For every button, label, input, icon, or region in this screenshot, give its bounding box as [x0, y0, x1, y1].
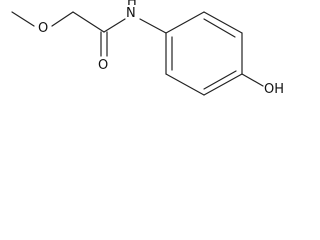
ring-bond-1	[165, 11, 205, 34]
bond-n-ring	[139, 18, 167, 34]
structure-canvas: O O N H OH	[0, 0, 297, 107]
ring-bond-5	[165, 73, 205, 96]
ring-double-inner-3	[203, 70, 237, 90]
ether-oxygen-label: O	[38, 21, 48, 36]
bond-o-ch2	[51, 11, 74, 27]
ring-bond-4	[203, 73, 243, 96]
carbonyl-oxygen-label: O	[98, 58, 108, 73]
bond-ch2-carbonyl	[72, 11, 105, 33]
bond-ring-oh	[241, 73, 264, 87]
amide-hydrogen-label: H	[127, 0, 137, 9]
bond-methyl-o	[11, 11, 35, 27]
amide-nitrogen-label: N	[126, 6, 136, 21]
hydroxyl-label: OH	[264, 82, 284, 97]
ring-double-inner-2	[203, 18, 236, 38]
ring-bond-2	[203, 11, 243, 34]
chemical-structure-drawing: O O N H OH	[11, 0, 284, 97]
bond-carbonyl-n	[103, 18, 126, 33]
